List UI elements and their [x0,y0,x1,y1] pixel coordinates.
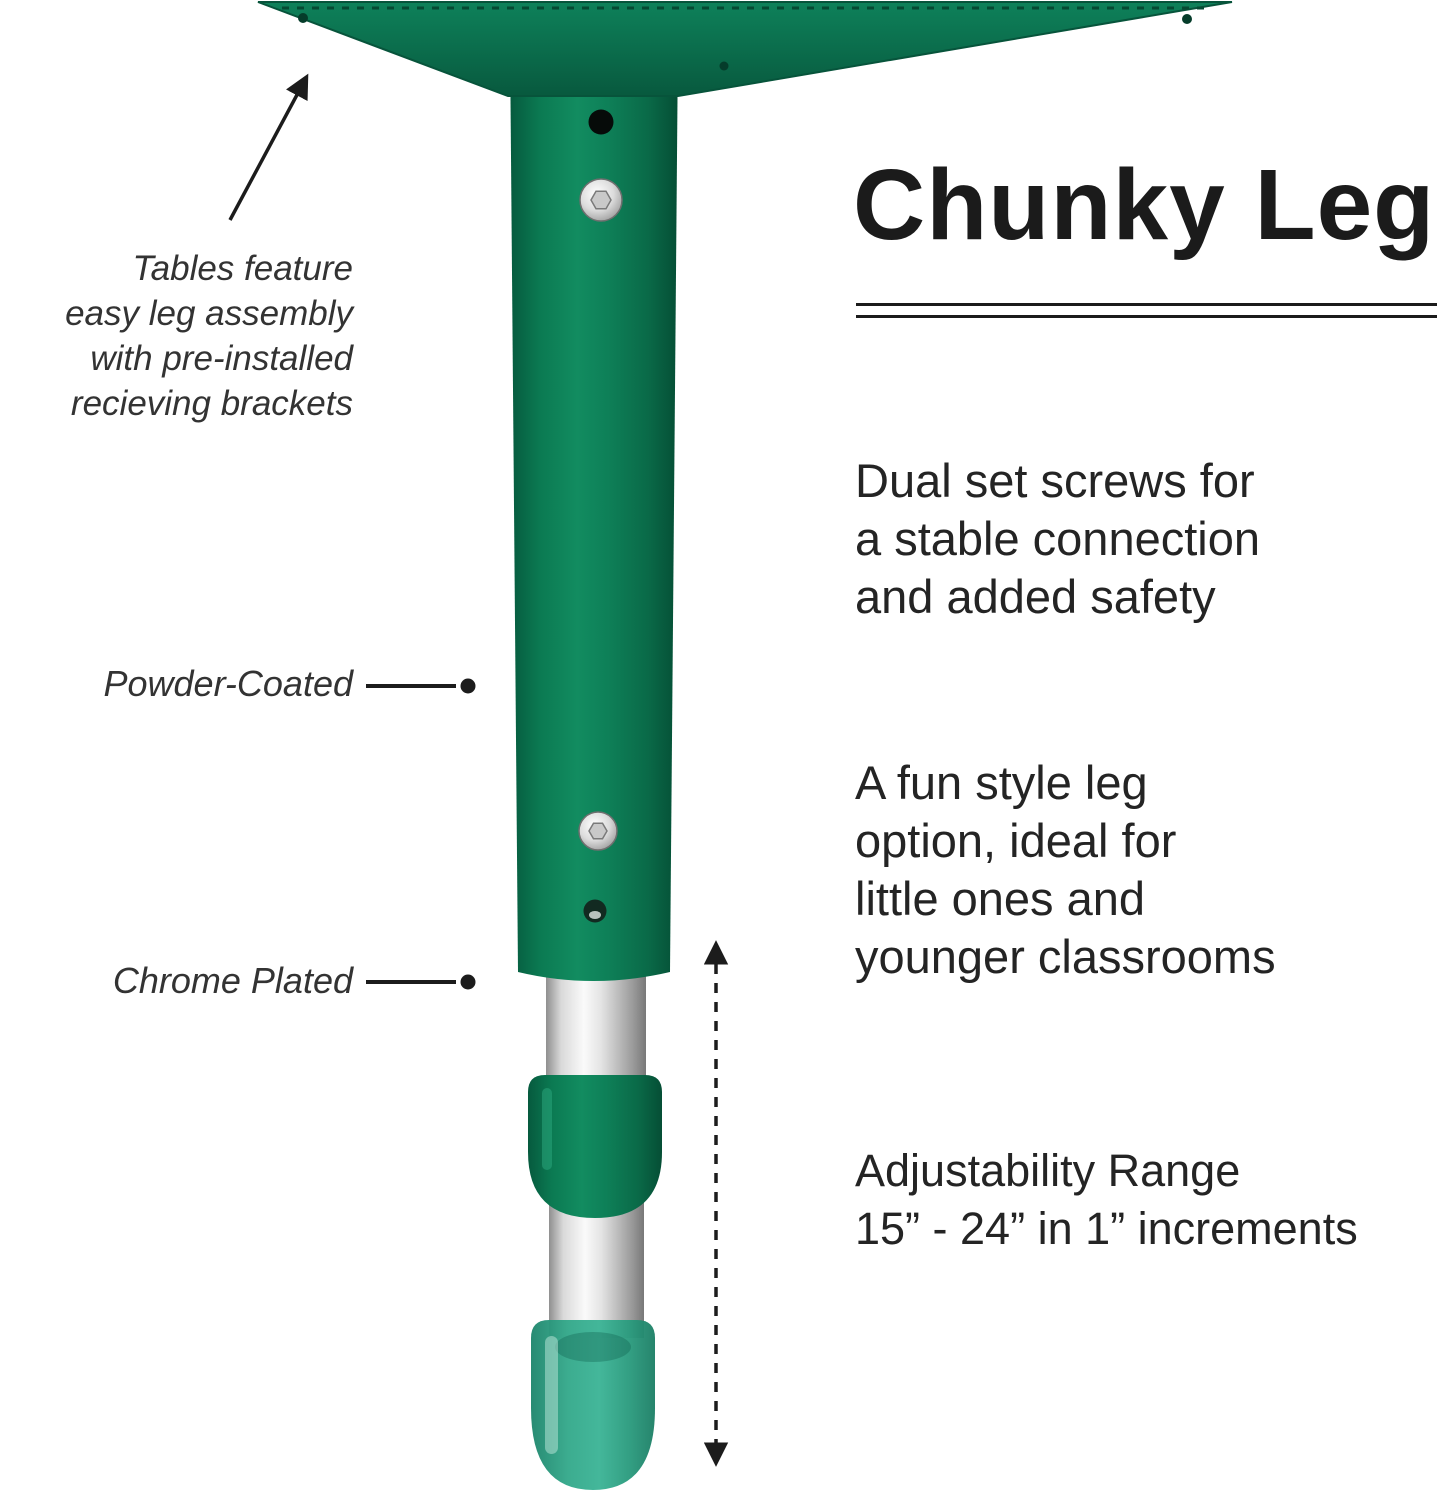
plate-hole-center [719,61,729,71]
feature-dual-line: and added safety [855,570,1216,623]
feature-fun-style: A fun style leg option, ideal for little… [855,754,1276,986]
leg-collar [528,1075,662,1218]
feature-dual-line: Dual set screws for [855,454,1255,507]
plate-hole-left [298,13,308,23]
feature-adjust-line: Adjustability Range [855,1145,1241,1196]
assembly-note-line: with pre-installed [90,339,353,378]
top-hole [588,109,614,135]
feature-adjustability: Adjustability Range 15” - 24” in 1” incr… [855,1142,1358,1258]
mounting-plate [257,1,1233,97]
foot-cap-highlight [545,1336,558,1454]
assembly-note-line: recieving brackets [70,384,353,423]
powder-coated-label: Powder-Coated [103,663,354,704]
assembly-note-line: Tables feature [132,249,353,288]
set-screw-lower-hex [588,822,608,840]
chrome-callout-dot [460,974,476,990]
feature-dual-screws: Dual set screws for a stable connection … [855,452,1260,626]
assembly-arrow [228,73,309,221]
feature-adjust-line: 15” - 24” in 1” increments [855,1203,1358,1254]
title-underline [856,303,1437,318]
leg-collar-highlight [542,1088,552,1170]
plate-hole-right [1182,14,1192,24]
assembly-note: Tables feature easy leg assembly with pr… [0,246,353,426]
feature-dual-line: a stable connection [855,512,1261,565]
product-title: Chunky Leg [853,149,1436,261]
foot-cap [531,1320,655,1490]
feature-fun-line: younger classrooms [855,930,1276,983]
assembly-note-line: easy leg assembly [65,294,353,333]
leg-tube [510,40,678,981]
powder-callout-dot [460,678,476,694]
feature-fun-line: option, ideal for [855,814,1177,867]
set-screw-upper-hex [590,190,612,210]
feature-fun-line: little ones and [855,872,1146,925]
chrome-plated-label: Chrome Plated [112,960,353,1001]
feature-fun-line: A fun style leg [855,756,1148,809]
adjustment-hole-chrome-glint [589,911,601,919]
foot-cap-inner-shadow [555,1332,631,1362]
